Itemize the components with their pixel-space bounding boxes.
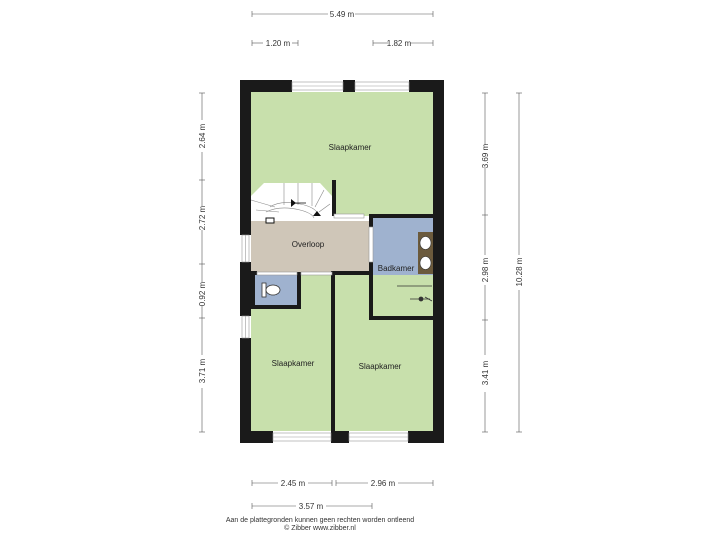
shower-icon <box>397 285 433 302</box>
dim-right-inner-1: 3.69 m <box>481 143 490 168</box>
room-label-bedroom-bottom-left: Slaapkamer <box>272 359 315 368</box>
dim-right-inner-3: 3.41 m <box>481 360 490 385</box>
dim-bottom-right: 2.96 m <box>371 479 396 488</box>
bedroom-bottom-right-area <box>335 275 433 431</box>
dim-left-1: 2.64 m <box>198 123 207 148</box>
wall-stair-right <box>332 180 336 216</box>
wall-toilet-left <box>251 272 255 309</box>
bedroom-bottom-left-area <box>251 308 332 431</box>
wall-bath-left-top <box>369 215 373 227</box>
dim-bottom-total: 3.57 m <box>299 502 324 511</box>
bedroom-top-notch <box>335 180 433 216</box>
wall-bottom-mid <box>331 431 349 443</box>
wall-bath-bottom <box>369 316 433 320</box>
windows <box>241 81 410 442</box>
dim-left-4: 3.71 m <box>198 358 207 383</box>
dim-top-right: 1.82 m <box>387 39 412 48</box>
dim-bottom-left: 2.45 m <box>281 479 306 488</box>
dimension-lines <box>199 11 522 509</box>
stair-icon <box>250 183 332 224</box>
walls <box>240 80 444 443</box>
wall-toilet-bottom <box>251 305 301 309</box>
room-label-bathroom: Badkamer <box>378 264 415 273</box>
dim-right-outer: 10.28 m <box>515 257 524 286</box>
landing-area <box>251 221 369 272</box>
bedroom-bottom-right-upper <box>300 275 333 309</box>
double-sink-icon <box>418 232 433 274</box>
dim-top-total: 5.49 m <box>330 10 355 19</box>
door-thresholds <box>256 213 374 276</box>
toilet-icon <box>261 282 281 298</box>
footer-copyright: © Zibber www.zibber.nl <box>284 525 356 532</box>
room-label-landing: Overloop <box>292 240 325 249</box>
room-label-bedroom-bottom-right: Slaapkamer <box>359 362 402 371</box>
wall-right <box>433 80 444 443</box>
wall-left-upper <box>240 80 251 235</box>
wall-landing-bottom <box>333 271 369 275</box>
wall-left-lower <box>240 338 251 443</box>
room-label-bedroom-top: Slaapkamer <box>329 143 372 152</box>
wall-top-mid <box>343 80 355 92</box>
dim-top-left: 1.20 m <box>266 39 291 48</box>
wall-bath-top <box>369 214 433 218</box>
footer-disclaimer: Aan de plattegronden kunnen geen rechten… <box>225 517 415 524</box>
wall-toilet-right <box>297 272 301 308</box>
wall-top-left <box>240 80 292 92</box>
dim-left-2: 2.72 m <box>198 205 207 230</box>
wall-left-mid <box>240 262 251 316</box>
dim-left-3: 0.92 m <box>198 281 207 306</box>
wall-bottom-right <box>408 431 444 443</box>
wall-bottom-left <box>240 431 273 443</box>
wall-bedrooms-divider <box>331 271 335 435</box>
wall-bath-left <box>369 262 373 320</box>
dim-right-inner-2: 2.98 m <box>481 257 490 282</box>
